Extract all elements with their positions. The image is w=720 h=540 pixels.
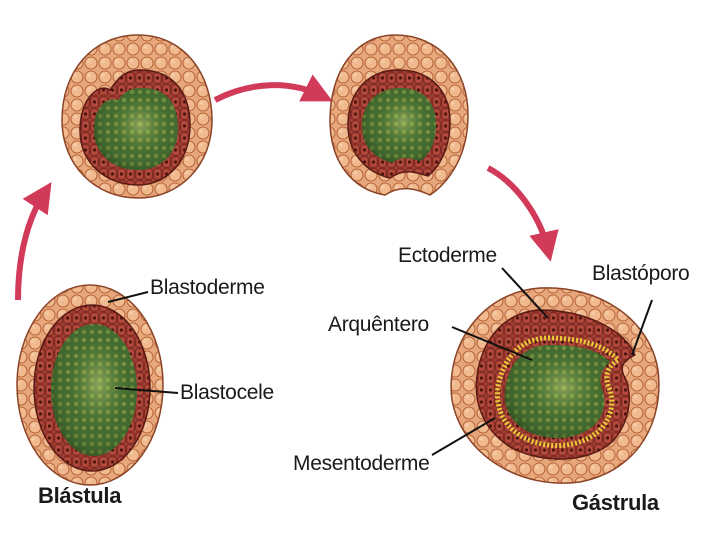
label-blastoporo: Blastóporo — [592, 262, 689, 286]
label-arquentero: Arquêntero — [328, 313, 429, 337]
arrow-stage2-to-stage3 — [215, 85, 322, 100]
label-blastoderme: Blastoderme — [150, 276, 265, 300]
label-blastocele: Blastocele — [180, 381, 274, 405]
label-mesentoderme: Mesentoderme — [293, 452, 429, 476]
embryo-stage-2 — [62, 35, 212, 198]
embryo-stage-3 — [330, 35, 468, 195]
gastrula-embryo — [451, 288, 659, 483]
arrow-stage3-to-gastrula — [488, 168, 548, 250]
label-ectoderme: Ectoderme — [398, 244, 497, 268]
arrow-blastula-to-stage2 — [18, 192, 45, 300]
blastula-embryo — [17, 285, 163, 485]
stage-title-blastula: Blástula — [38, 483, 121, 509]
stage-title-gastrula: Gástrula — [572, 490, 659, 516]
